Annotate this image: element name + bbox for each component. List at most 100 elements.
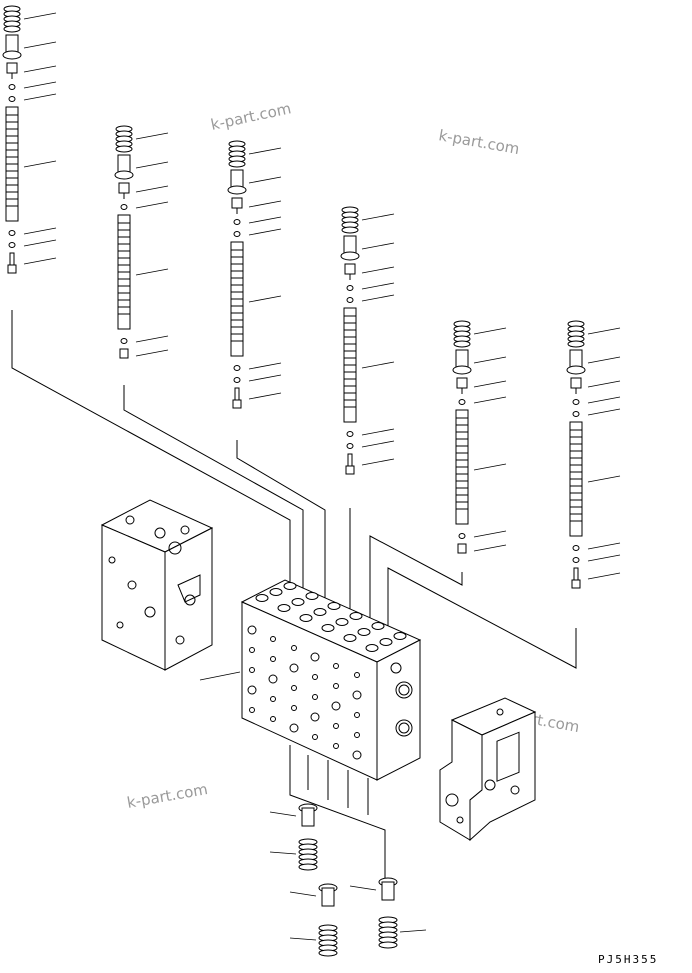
o-ring (458, 530, 507, 539)
body-port (291, 685, 297, 691)
body-port (357, 628, 371, 636)
spool (230, 241, 282, 357)
body-port (270, 636, 276, 642)
pin (7, 252, 57, 274)
plug (457, 543, 507, 554)
watermark: k-part.com (126, 780, 210, 812)
spring (567, 320, 621, 348)
body-port (327, 602, 341, 610)
spring (289, 924, 338, 957)
body-port (247, 625, 257, 635)
pin (345, 453, 395, 475)
retainer (289, 883, 338, 907)
body-port (321, 624, 335, 632)
retainer (269, 803, 318, 827)
o-ring (233, 374, 282, 383)
cap (118, 182, 169, 199)
lower-connector-lines (289, 745, 386, 880)
body-port (289, 663, 299, 673)
spool (5, 106, 57, 222)
spring (269, 838, 318, 871)
body-port (310, 652, 320, 662)
o-ring (572, 408, 621, 417)
body-port (247, 685, 257, 695)
body-port (354, 732, 360, 738)
body-port (333, 683, 339, 689)
body-port (393, 632, 407, 640)
body-port (268, 674, 278, 684)
body-port (371, 622, 385, 630)
pin (571, 567, 621, 589)
o-ring (233, 216, 282, 225)
spool (117, 214, 169, 330)
body-port (305, 592, 319, 600)
spring (115, 125, 169, 153)
retainer (2, 34, 57, 60)
retainer (227, 169, 282, 195)
body-port (310, 712, 320, 722)
body-port (365, 644, 379, 652)
body-port (269, 588, 283, 596)
spool (455, 409, 507, 525)
spool (569, 421, 621, 537)
body-port (352, 690, 362, 700)
o-ring (346, 294, 395, 303)
body-port (312, 734, 318, 740)
body-port (349, 612, 363, 620)
o-ring (8, 81, 57, 90)
retainer (566, 349, 621, 375)
body-port (291, 598, 305, 606)
body-port (299, 614, 313, 622)
retainer (114, 154, 169, 180)
spring (453, 320, 507, 348)
watermark: k-part.com (437, 126, 521, 158)
o-ring (233, 362, 282, 371)
o-ring (8, 239, 57, 248)
bottom-parts (269, 803, 427, 957)
body-port (277, 604, 291, 612)
body-port (354, 672, 360, 678)
spring (341, 206, 395, 234)
o-ring (458, 396, 507, 405)
o-ring (120, 201, 169, 210)
body-port (379, 638, 393, 646)
body-port (249, 707, 255, 713)
body-port (270, 716, 276, 722)
o-ring (120, 335, 169, 344)
cap (344, 263, 395, 280)
spring (228, 140, 282, 168)
spring (3, 5, 57, 33)
body-port (313, 608, 327, 616)
body-port (283, 582, 297, 590)
cap (456, 377, 507, 394)
o-ring (572, 554, 621, 563)
cap (231, 197, 282, 214)
o-ring (572, 396, 621, 405)
col-2 (114, 125, 169, 359)
o-ring (346, 440, 395, 449)
body-port (270, 696, 276, 702)
retainer (340, 235, 395, 261)
col-4 (340, 206, 395, 475)
o-ring (8, 93, 57, 102)
body-port (289, 723, 299, 733)
body-port (333, 663, 339, 669)
drawing-code: PJ5H355 (598, 953, 659, 966)
o-ring (233, 228, 282, 237)
body-port (249, 667, 255, 673)
left-valve-block (100, 499, 214, 671)
body-port (255, 594, 269, 602)
body-port (270, 656, 276, 662)
retainer (452, 349, 507, 375)
pin (232, 387, 282, 409)
body-port (291, 705, 297, 711)
body-port (312, 694, 318, 700)
spring (378, 916, 427, 949)
body-port (291, 645, 297, 651)
col-3 (227, 140, 282, 409)
main-valve-body (199, 579, 422, 781)
col-6 (566, 320, 621, 589)
body-port (312, 674, 318, 680)
body-port (343, 634, 357, 642)
